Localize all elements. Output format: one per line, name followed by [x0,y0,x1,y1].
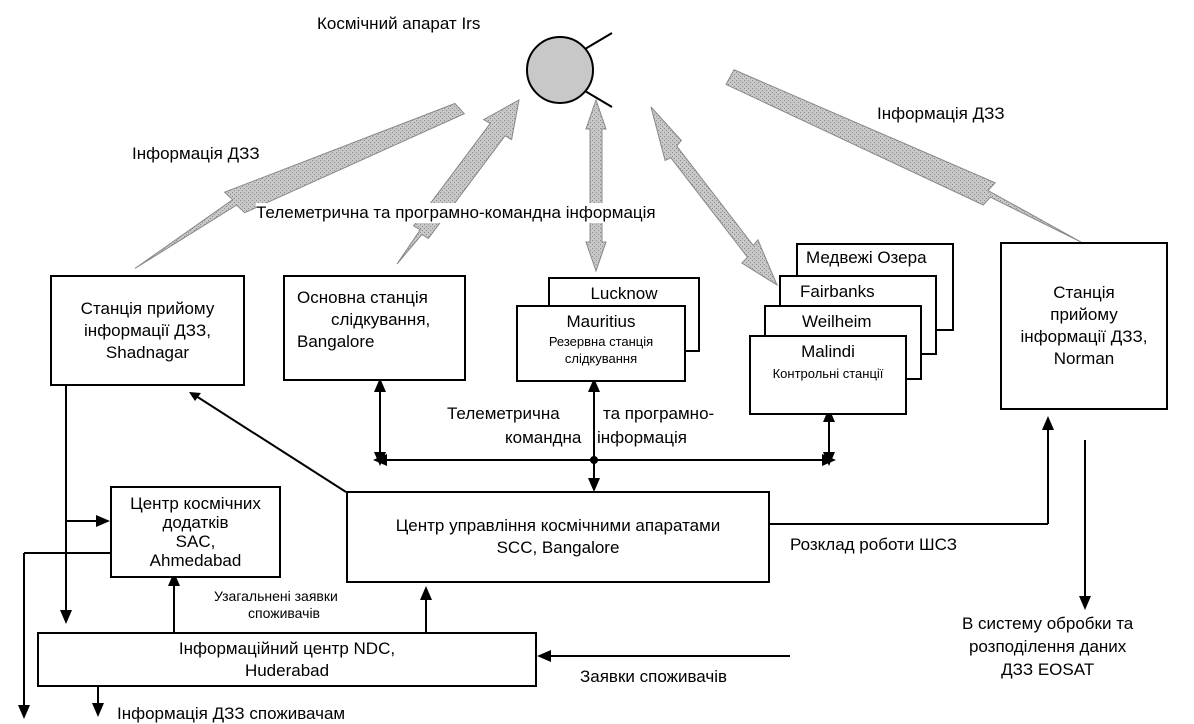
station-shadnagar: Станція прийому інформації ДЗЗ, Shadnaga… [50,275,245,386]
sac-center: Центр космічних додатків SAC, Ahmedabad [110,486,281,578]
eosat-line-3: ДЗЗ EOSAT [1001,660,1095,679]
info-arrow-left [134,102,466,269]
telemetry-mid-line-1a: Телеметрична [447,404,560,423]
sac-line-1: Центр космічних [130,494,261,513]
station-malindi-label: Malindi [801,342,855,361]
station-mauritius-label: Mauritius [566,312,636,331]
sac-line-3: SAC, [175,532,216,551]
telemetry-arrow-bangalore [396,99,520,265]
station-weilheim-label: Weilheim [802,312,872,331]
control-stations-label: Контрольні станції [772,366,884,381]
station-norman-line-1: Станція [1053,283,1115,302]
info-dzz-label-left: Інформація ДЗЗ [132,144,260,163]
eosat-line-2: розподілення даних [968,637,1127,656]
telemetry-label-top: Телеметрична та програмно-командна інфор… [256,203,656,223]
station-shadnagar-line-3: Shadnagar [105,342,190,362]
station-fairbanks-label: Fairbanks [800,282,875,301]
station-mauritius: Mauritius Резервна станція слідкування [516,305,686,382]
station-bangalore: Основна станція слідкування, Bangalore [283,275,466,381]
telemetry-arrow-control [650,106,779,287]
station-shadnagar-line-1: Станція прийому [80,298,215,318]
ndc-line-2: Huderabad [244,660,330,680]
satellite-icon [526,32,613,108]
satellite-label: Космічний апарат Irs [317,14,481,33]
ndc-center: Інформаційний центр NDC, Huderabad [37,632,537,687]
consumer-requests-label: Заявки споживачів [580,667,728,686]
generalized-requests-line-2: споживачів [248,605,320,621]
connector-lines [23,385,1086,712]
ndc-line-1: Інформаційний центр NDC, [178,638,396,658]
info-dzz-label-right: Інформація ДЗЗ [877,104,1005,123]
eosat-line-1: В систему обробки та [962,614,1134,633]
telemetry-mid-line-2b: інформація [597,428,687,447]
sac-line-4: Ahmedabad [149,551,242,570]
arrowheads [18,378,1091,719]
reserve-station-line-1: Резервна станція [548,334,654,349]
station-bangalore-line-3: Bangalore [297,332,375,351]
station-norman-line-2: прийому [1050,305,1118,324]
telemetry-arrow-lucknow [585,98,607,273]
schedule-label: Розклад роботи ШСЗ [790,535,957,554]
generalized-requests-line-1: Узагальнені заявки [214,588,338,604]
scc-line-2: SCC, Bangalore [496,538,620,557]
station-lucknow-label: Lucknow [590,284,658,303]
station-bangalore-line-1: Основна станція [297,288,428,307]
station-norman-line-4: Norman [1053,349,1115,368]
station-medvezhi-ozera-label: Медвежі Озера [806,248,927,267]
eosat-label: В систему обробки та розподілення даних … [962,612,1133,681]
station-malindi: Malindi Контрольні станції [749,335,907,415]
info-to-consumers-label: Інформація ДЗЗ споживачам [117,704,346,723]
station-norman-line-3: інформації ДЗЗ, [1020,327,1148,346]
info-arrow-right [725,69,1082,243]
reserve-station-line-2: слідкування [564,351,638,366]
scc-center: Центр управління космічними апаратами SC… [346,491,770,583]
station-norman: Станція прийому інформації ДЗЗ, Norman [1000,242,1168,410]
scc-line-1: Центр управління космічними апаратами [395,516,721,535]
station-shadnagar-line-2: інформації ДЗЗ, [84,320,211,340]
telemetry-mid-line-2a: командна [505,428,582,447]
station-bangalore-line-2: слідкування, [331,310,431,329]
sac-line-2: додатків [162,513,229,532]
telemetry-mid-line-1b: та програмно- [603,404,715,423]
